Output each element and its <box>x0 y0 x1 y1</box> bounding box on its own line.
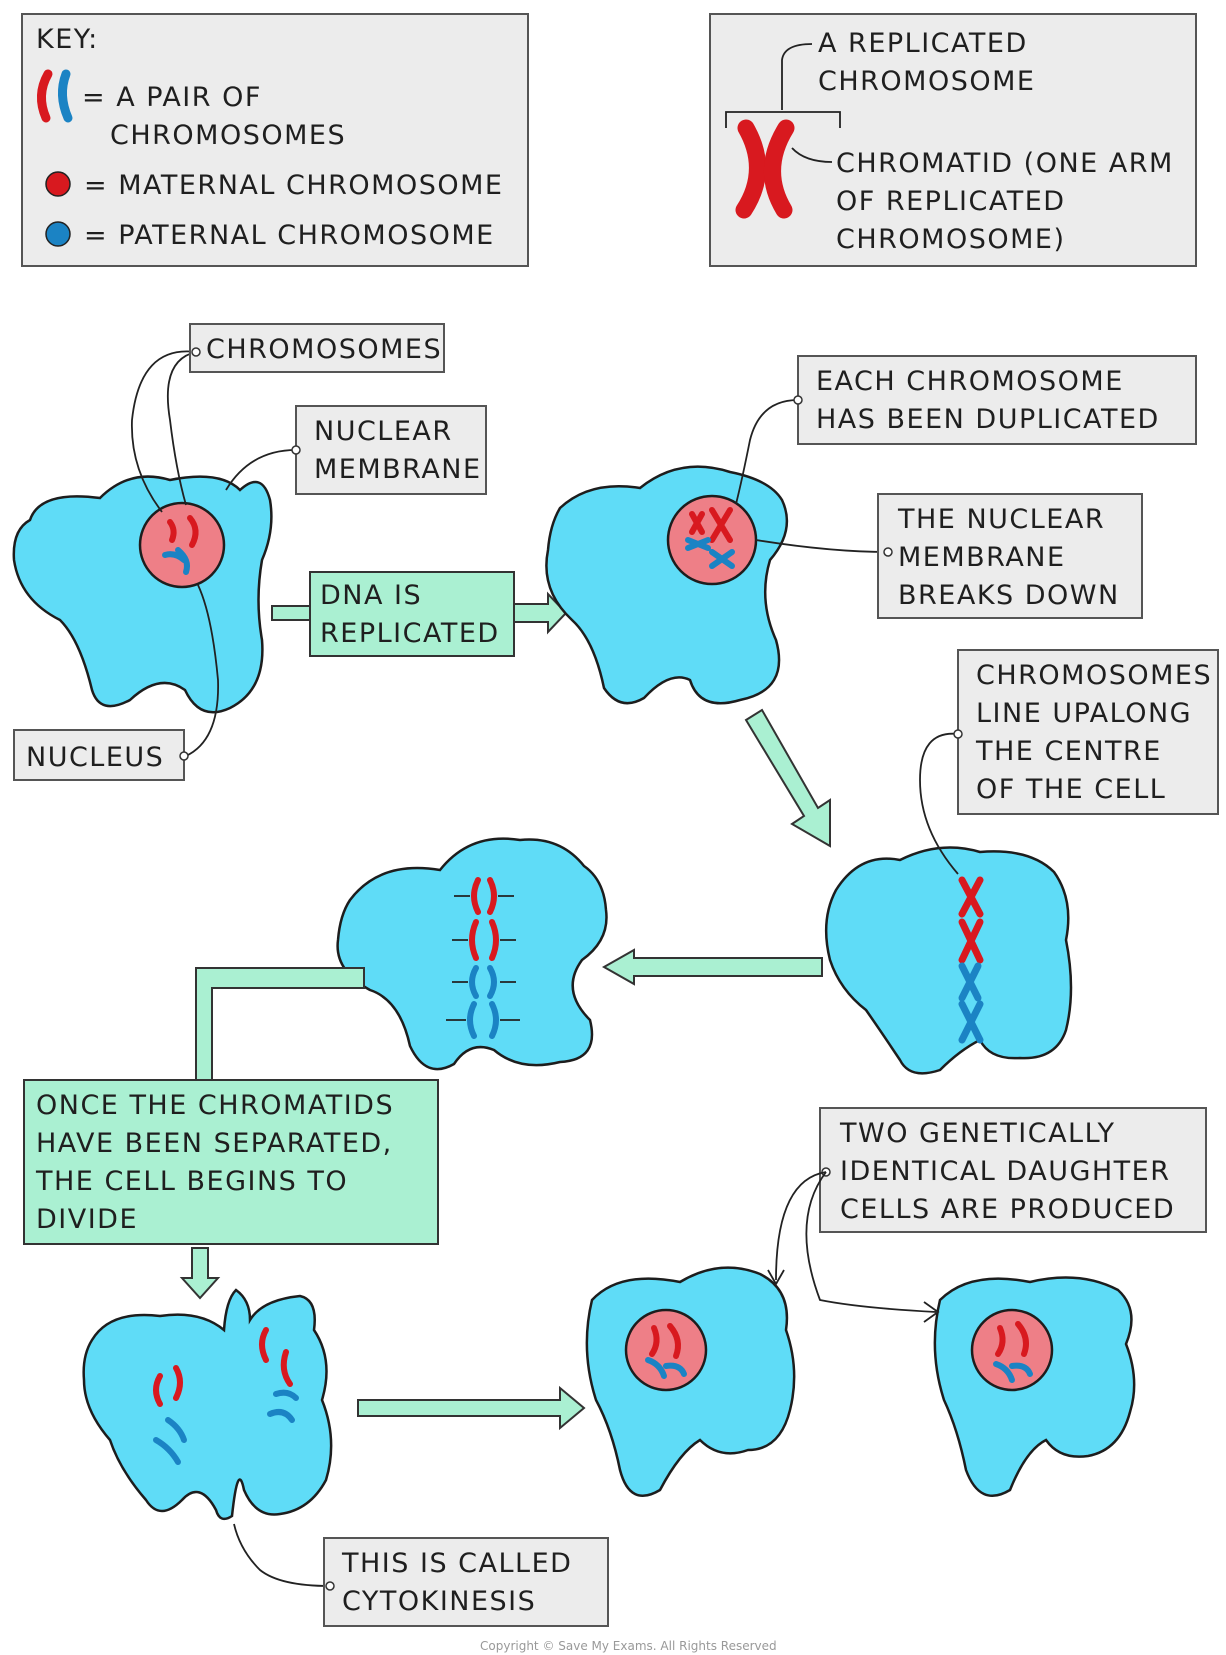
svg-text:ONCE THE CHROMATIDS: ONCE THE CHROMATIDS <box>36 1090 394 1121</box>
dna-line2: REPLICATED <box>320 618 500 649</box>
svg-text:IDENTICAL DAUGHTER: IDENTICAL DAUGHTER <box>840 1156 1171 1187</box>
key-paternal: = PATERNAL CHROMOSOME <box>84 220 495 251</box>
key-title: KEY: <box>36 24 99 55</box>
arrow-dna-replicated: DNA IS REPLICATED <box>271 571 568 657</box>
chromatid-line3: CHROMOSOME) <box>836 224 1066 255</box>
svg-text:HAS BEEN DUPLICATED: HAS BEEN DUPLICATED <box>816 404 1160 435</box>
svg-text:CYTOKINESIS: CYTOKINESIS <box>342 1586 536 1617</box>
daughter-nucleus-1 <box>624 1308 708 1392</box>
arrow-to-anaphase <box>601 948 823 986</box>
chromatid-line2: OF REPLICATED <box>836 186 1066 217</box>
replicated-chromosome-icon <box>735 119 795 219</box>
dna-line1: DNA IS <box>320 580 422 611</box>
svg-text:NUCLEUS: NUCLEUS <box>26 742 164 773</box>
daughter-chromosomes-1-icon <box>645 1323 687 1379</box>
label-chromatids-separated: ONCE THE CHROMATIDS HAVE BEEN SEPARATED,… <box>23 1079 439 1245</box>
svg-text:MEMBRANE: MEMBRANE <box>898 542 1066 573</box>
stage-cytokinesis-cell <box>82 1288 333 1587</box>
key-pair-line1: = A PAIR OF <box>82 82 262 113</box>
separating-chromatids-icon <box>446 877 520 1039</box>
key-box: KEY: = A PAIR OF CHROMOSOMES = MATERNAL … <box>21 13 529 267</box>
svg-text:HAVE BEEN SEPARATED,: HAVE BEEN SEPARATED, <box>36 1128 393 1159</box>
nucleus-circle <box>138 501 226 589</box>
svg-text:TWO GENETICALLY: TWO GENETICALLY <box>839 1118 1116 1149</box>
svg-text:DIVIDE: DIVIDE <box>36 1204 138 1235</box>
label-nucleus: NUCLEUS <box>13 729 189 781</box>
svg-text:THIS IS CALLED: THIS IS CALLED <box>341 1548 572 1579</box>
aligned-chromosomes-icon <box>958 876 984 1044</box>
duplicated-chromosomes-icon <box>685 507 735 569</box>
label-chromosomes: CHROMOSOMES <box>189 323 445 373</box>
svg-text:THE NUCLEAR: THE NUCLEAR <box>897 504 1105 535</box>
svg-text:NUCLEAR: NUCLEAR <box>314 416 453 447</box>
stage-metaphase-cell <box>824 732 1073 1075</box>
replicated-chromosome-box: A REPLICATED CHROMOSOME CHROMATID (ONE A… <box>709 13 1197 267</box>
svg-text:BREAKS DOWN: BREAKS DOWN <box>898 580 1120 611</box>
label-daughter-cells: TWO GENETICALLY IDENTICAL DAUGHTER CELLS… <box>767 1107 1207 1323</box>
arrow-l-shape <box>195 967 365 1081</box>
svg-text:THE CELL BEGINS TO: THE CELL BEGINS TO <box>35 1166 348 1197</box>
daughter-chromosomes-2-icon <box>993 1321 1033 1383</box>
daughter-cell-2 <box>933 1276 1136 1498</box>
label-nuclear-membrane-breaks-down: THE NUCLEAR MEMBRANE BREAKS DOWN <box>877 493 1143 619</box>
svg-text:LINE UPALONG: LINE UPALONG <box>976 698 1192 729</box>
label-cytokinesis: THIS IS CALLED CYTOKINESIS <box>323 1537 609 1627</box>
chromosomes-icon <box>162 515 199 575</box>
arrow-to-metaphase <box>744 708 831 848</box>
chromatid-line1: CHROMATID (ONE ARM <box>836 148 1174 179</box>
label-each-chromosome-duplicated: EACH CHROMOSOME HAS BEEN DUPLICATED <box>793 355 1197 445</box>
svg-text:CHROMOSOMES: CHROMOSOMES <box>206 334 442 365</box>
copyright-text: Copyright © Save My Exams. All Rights Re… <box>480 1639 777 1653</box>
separated-chromosomes-icon <box>153 1327 299 1465</box>
svg-text:MEMBRANE: MEMBRANE <box>314 454 482 485</box>
chromosome-pair-icon <box>37 69 73 123</box>
svg-text:CELLS ARE PRODUCED: CELLS ARE PRODUCED <box>840 1194 1175 1225</box>
maternal-dot-icon <box>45 171 71 197</box>
key-maternal: = MATERNAL CHROMOSOME <box>84 170 503 201</box>
arrow-to-cytokinesis <box>179 1247 221 1300</box>
stage-anaphase-cell <box>336 837 608 1071</box>
svg-text:THE CENTRE: THE CENTRE <box>975 736 1162 767</box>
label-chromosomes-line-up: CHROMOSOMES LINE UPALONG THE CENTRE OF T… <box>953 649 1219 815</box>
svg-text:EACH CHROMOSOME: EACH CHROMOSOME <box>816 366 1124 397</box>
key-pair-line2: CHROMOSOMES <box>110 120 346 151</box>
stage-prophase-cell <box>545 399 889 705</box>
replicated-line1: A REPLICATED <box>818 28 1028 59</box>
svg-text:OF THE CELL: OF THE CELL <box>976 774 1166 805</box>
stage-interphase-cell <box>12 350 297 757</box>
label-nuclear-membrane: NUCLEAR MEMBRANE <box>291 405 487 495</box>
svg-text:CHROMOSOMES: CHROMOSOMES <box>976 660 1212 691</box>
arrow-to-daughter-cells <box>357 1385 586 1431</box>
paternal-dot-icon <box>45 221 71 247</box>
daughter-nucleus-2 <box>970 1308 1054 1392</box>
replicated-line2: CHROMOSOME <box>818 66 1035 97</box>
daughter-cell-1 <box>585 1266 796 1498</box>
